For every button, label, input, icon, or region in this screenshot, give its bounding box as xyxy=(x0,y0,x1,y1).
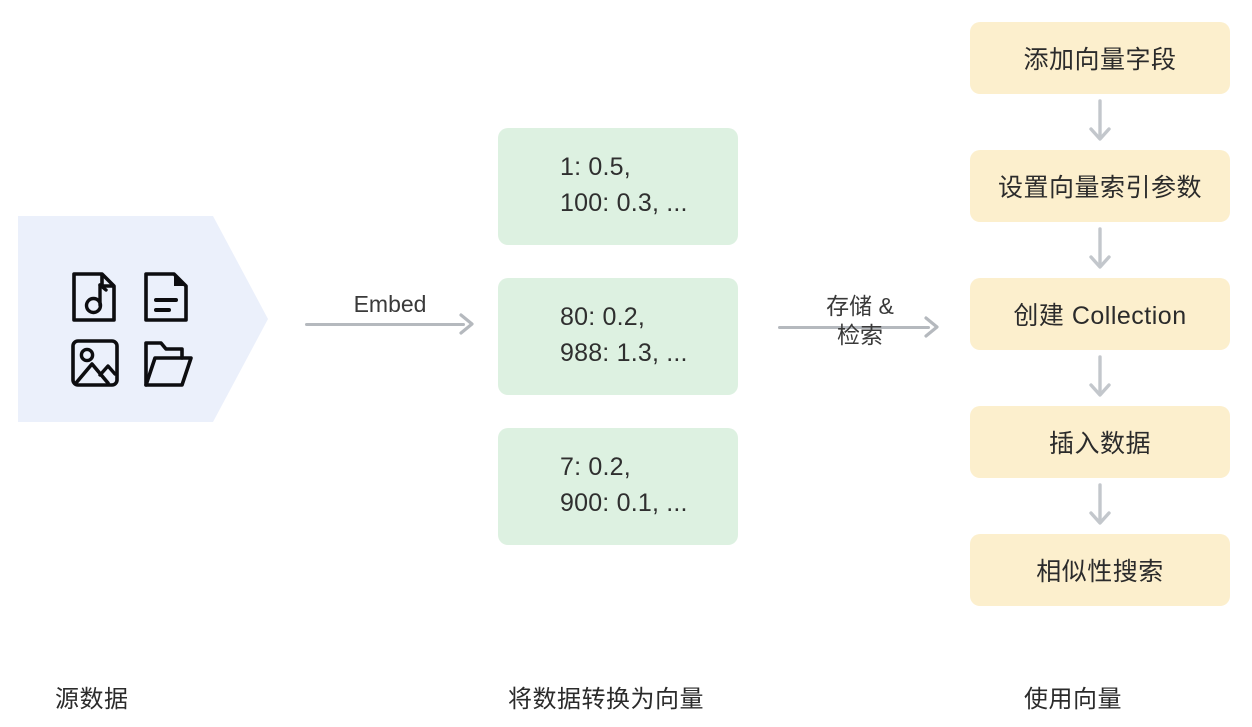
arrow-store-retrieve-label: 存储 & 检索 xyxy=(826,293,894,349)
flow-step-insert-data[interactable]: 插入数据 xyxy=(970,406,1230,478)
vector-usage-flow: 添加向量字段 设置向量索引参数 创建 Collection xyxy=(970,22,1230,606)
source-hexagon-shape xyxy=(18,216,268,422)
caption-vectorize-data: 将数据转换为向量 xyxy=(508,686,704,713)
source-data-block xyxy=(18,216,268,422)
flow-arrow xyxy=(970,350,1230,406)
arrow-store-retrieve xyxy=(778,308,948,348)
caption-use-vectors: 使用向量 xyxy=(1024,686,1122,713)
flow-step-add-vector-field[interactable]: 添加向量字段 xyxy=(970,22,1230,94)
flow-arrow xyxy=(970,478,1230,534)
flow-step-label: 添加向量字段 xyxy=(1023,46,1177,74)
document-file-icon xyxy=(142,271,190,323)
flow-step-label: 相似性搜索 xyxy=(1036,558,1164,586)
vector-box: 80: 0.2, 988: 1.3, ... xyxy=(498,278,738,395)
flow-arrow xyxy=(970,94,1230,150)
arrow-embed-label: Embed xyxy=(353,291,427,317)
flow-step-set-index-params[interactable]: 设置向量索引参数 xyxy=(970,150,1230,222)
flow-step-create-collection[interactable]: 创建 Collection xyxy=(970,278,1230,350)
flow-arrow xyxy=(970,222,1230,278)
arrow-embed xyxy=(305,305,480,345)
audio-file-icon xyxy=(70,271,118,323)
flow-step-label: 插入数据 xyxy=(1048,430,1151,458)
caption-source-data: 源数据 xyxy=(55,686,129,713)
arrow-embed-line xyxy=(305,323,465,326)
arrow-store-retrieve-line xyxy=(778,326,930,329)
arrow-store-retrieve-head xyxy=(918,314,944,340)
vector-box: 1: 0.5, 100: 0.3, ... xyxy=(498,128,738,245)
source-icon-grid xyxy=(70,264,210,396)
image-file-icon xyxy=(70,338,120,388)
flow-step-label: 设置向量索引参数 xyxy=(997,174,1202,202)
folder-icon xyxy=(142,338,194,388)
arrow-embed-head xyxy=(453,311,479,337)
flow-step-label: 创建 Collection xyxy=(1013,302,1187,330)
flow-step-similarity-search[interactable]: 相似性搜索 xyxy=(970,534,1230,606)
vector-box: 7: 0.2, 900: 0.1, ... xyxy=(498,428,738,545)
